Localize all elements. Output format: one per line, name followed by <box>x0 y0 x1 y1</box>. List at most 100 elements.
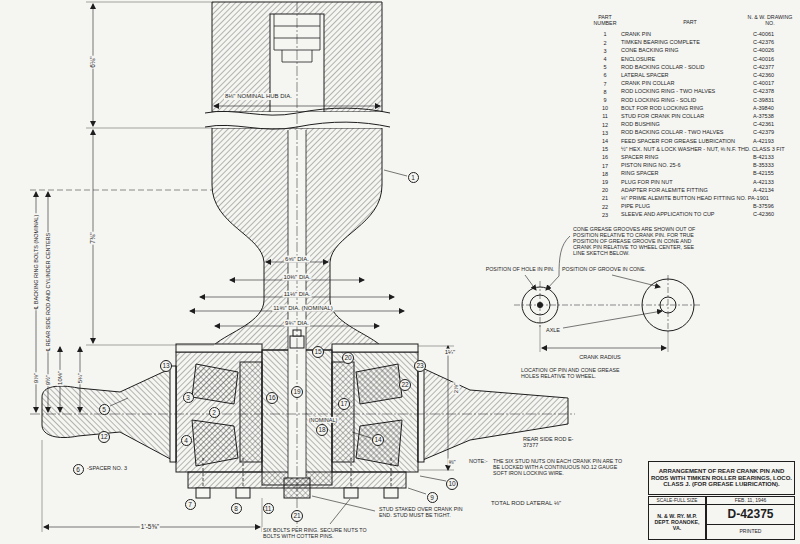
parts-table-cell: PART NUMBER <box>589 14 621 26</box>
parts-table-cell: 6 <box>602 72 607 78</box>
callout-text: 21 <box>293 511 300 521</box>
drawing-label: REAR SIDE ROD E-37377 <box>522 436 578 449</box>
callout-number: 16 <box>266 392 278 404</box>
railway-cell: N. & W. RY. M.P. DEPT. ROANOKE, VA. <box>648 504 706 540</box>
cell-text: D-42375 <box>709 508 792 522</box>
parts-table-cell: ROD LOCKING RING - TWO HALVES <box>620 88 716 94</box>
callout-text: 13 <box>162 361 169 371</box>
drawing-number-cell: D-42375 <box>706 504 795 525</box>
parts-table-cell: C-40061 <box>752 31 775 37</box>
parts-table-cell: LATERAL SPACER <box>620 72 670 78</box>
callout-text: 19 <box>293 387 300 397</box>
title-cell: ARRANGEMENT OF REAR CRANK PIN AND RODS W… <box>648 461 795 495</box>
callout-number: 18 <box>316 424 328 436</box>
drawing-label: 5¾" <box>77 372 84 384</box>
parts-table-cell: 4 <box>602 56 607 62</box>
callout-number: 10 <box>446 478 458 490</box>
callout-number: 19 <box>291 386 303 398</box>
callout-number: 12 <box>98 431 110 443</box>
drawing-label: LOCATION OF PIN AND CONE GREASE HOLES RE… <box>520 367 626 379</box>
parts-table-cell: ROD BUSHING <box>620 121 661 127</box>
callout-number: 5 <box>99 404 110 415</box>
callout-text: 7 <box>188 500 192 509</box>
parts-table-cell: C-42379 <box>752 129 775 135</box>
drawing-label: 9½" <box>45 374 52 386</box>
parts-table-cell: 5 <box>602 64 607 70</box>
parts-table-cell: A-42133 <box>752 179 775 185</box>
drawing-label: 11⅜" DIA. (NOMINAL) <box>272 305 334 312</box>
drawing-label: TOTAL ROD LATERAL ⅛" <box>490 500 562 507</box>
drawing-label: ℄ REAR SIDE ROD AND CYLINDER CENTERS <box>45 232 51 352</box>
callout-text: 12 <box>100 432 107 442</box>
cell-text: SCALE-FULL SIZE <box>651 498 703 504</box>
leader-lines-part <box>525 275 536 290</box>
callout-text: 6 <box>76 465 80 474</box>
drawing-label: THE SIX STUD NUTS ON EACH CRANK PIN ARE … <box>492 458 626 476</box>
drawing-label: 2⅞" <box>453 382 460 394</box>
rods-and-bearings-part <box>196 488 210 498</box>
rods-and-bearings-part <box>332 352 418 472</box>
dimension-lines-part <box>42 440 262 532</box>
leader-lines-part <box>612 275 660 287</box>
callout-number: 21 <box>291 510 303 522</box>
parts-table-cell: 10 <box>601 105 609 111</box>
callout-text: 14 <box>374 435 381 445</box>
drawing-label: 6⅝" DIA. <box>284 256 310 263</box>
dimension-lines <box>36 2 454 532</box>
parts-table-cell: TIMKEN BEARING COMPLETE <box>620 39 701 45</box>
center-lines <box>30 2 575 535</box>
callout-number: 7 <box>185 499 196 510</box>
callout-number: 17 <box>338 398 350 410</box>
drawing-label: ℄ BACKING RING BOLTS (NOMINAL) <box>33 214 39 311</box>
grease-hole-sketch-part <box>514 275 700 335</box>
callout-number: 14 <box>372 434 384 446</box>
callout-number: 20 <box>342 352 354 364</box>
callout-number: 6 <box>73 464 84 475</box>
drawing-label: AXLE <box>545 327 561 333</box>
rods-and-bearings-part <box>332 344 418 352</box>
parts-table-cell: B-37596 <box>752 203 775 209</box>
parts-table-cell: STUD FOR CRANK PIN COLLAR <box>620 113 705 119</box>
leader-lines-part <box>352 432 371 438</box>
parts-table-cell: ROD BACKING COLLAR - SOLID <box>620 64 705 70</box>
rods-and-bearings-part <box>240 362 262 462</box>
parts-table-cell: SPACER RING <box>620 154 660 160</box>
parts-table-cell: 11 <box>601 113 609 119</box>
rods-and-bearings-part <box>344 488 358 498</box>
parts-table-cell: C-40026 <box>752 47 775 53</box>
callout-text: 18 <box>318 425 325 435</box>
callout-text: 3 <box>186 393 190 402</box>
parts-table-cell: 23 <box>601 212 609 218</box>
rods-and-bearings-part <box>332 362 354 462</box>
leader-lines-part <box>384 170 407 176</box>
parts-table-cell: A-42193 <box>752 138 775 144</box>
rods-and-bearings-part <box>192 364 238 404</box>
printed-cell: PRINTED <box>706 524 795 540</box>
leader-lines-part <box>312 496 375 511</box>
leader-lines-part <box>420 476 446 481</box>
parts-table-cell: BOLT FOR ROD LOCKING RING <box>620 105 704 111</box>
drawing-label: NOTE:- <box>468 458 489 464</box>
callout-number: 23 <box>414 360 426 372</box>
drawing-label: 7⅜" <box>89 231 96 244</box>
parts-table-cell: 21 <box>601 195 609 201</box>
parts-table-cell: CRANK PIN <box>620 31 652 37</box>
callout-text: 4 <box>184 436 188 445</box>
callout-number: 11 <box>263 503 274 514</box>
parts-table-cell: 14 <box>601 138 609 144</box>
parts-table-cell: 9 <box>602 97 607 103</box>
callout-text: 23 <box>416 361 423 371</box>
parts-table-cell: 7 <box>602 80 607 86</box>
callout-text: 20 <box>344 353 351 363</box>
rods-and-bearings-part <box>176 352 262 472</box>
callout-text: 1 <box>411 173 415 182</box>
parts-table-cell: CONE BACKING RING <box>620 47 679 53</box>
grease-hole-sketch-part <box>542 348 666 349</box>
parts-table-cell: ½" HEX. NUT & LOCK WASHER - NUT, ⅜ N.F. … <box>620 146 786 152</box>
callout-text: 2 <box>212 408 216 417</box>
drawing-label: ⅜" <box>447 459 456 466</box>
parts-table-cell: 20 <box>601 187 609 193</box>
grease-hole-sketch-part <box>540 325 668 352</box>
callout-number: 13 <box>160 360 172 372</box>
parts-table-cell: A-39840 <box>752 105 775 111</box>
